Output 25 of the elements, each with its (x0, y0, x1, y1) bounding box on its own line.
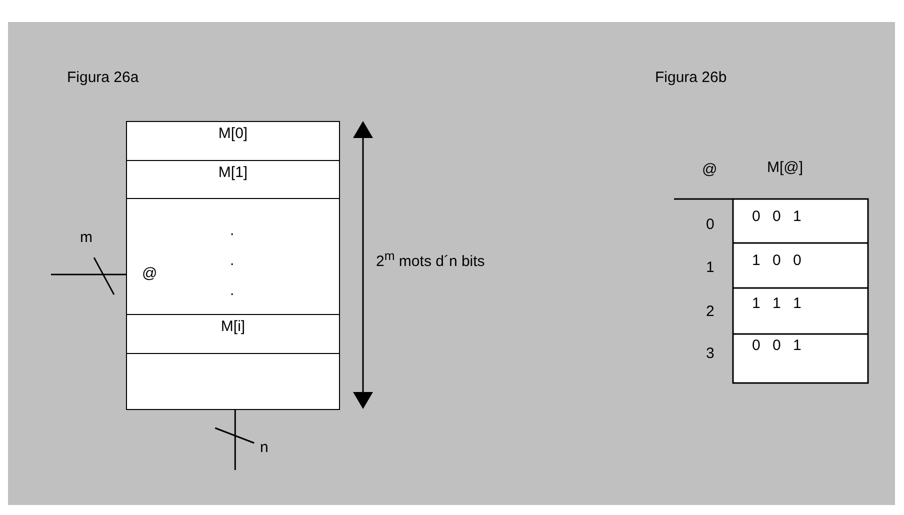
bus-line (214, 410, 254, 470)
row-label: M[1] (218, 164, 248, 181)
column-header: M[@] (767, 160, 804, 175)
bus-width-label: m (80, 230, 92, 245)
dimension-label: 2$^{m}$ mots d´n bits (376, 250, 485, 269)
column-header: @ (702, 162, 718, 177)
ellipsis-dot: . (230, 283, 234, 298)
bus-width-label: n (260, 440, 268, 455)
bus-line (51, 257, 127, 295)
address-cell: 2 (706, 304, 714, 319)
address-symbol: @ (142, 265, 158, 282)
row-label: M[0] (218, 125, 248, 142)
data-cell: 0 0 1 (752, 338, 802, 353)
figure-caption: Figura 26b (655, 70, 727, 85)
address-cell: 1 (706, 260, 714, 275)
row-label: M[i] (220, 318, 246, 335)
data-cell: 1 0 0 (752, 253, 802, 268)
ellipsis-dot: . (230, 223, 234, 238)
memory-block (126, 121, 340, 410)
ellipsis-dot: . (230, 253, 234, 268)
address-cell: 0 (706, 217, 714, 232)
data-cell: 0 0 1 (752, 209, 802, 224)
figure-caption: Figura 26a (67, 70, 139, 85)
address-cell: 3 (706, 346, 714, 361)
data-cell: 1 1 1 (752, 296, 802, 311)
